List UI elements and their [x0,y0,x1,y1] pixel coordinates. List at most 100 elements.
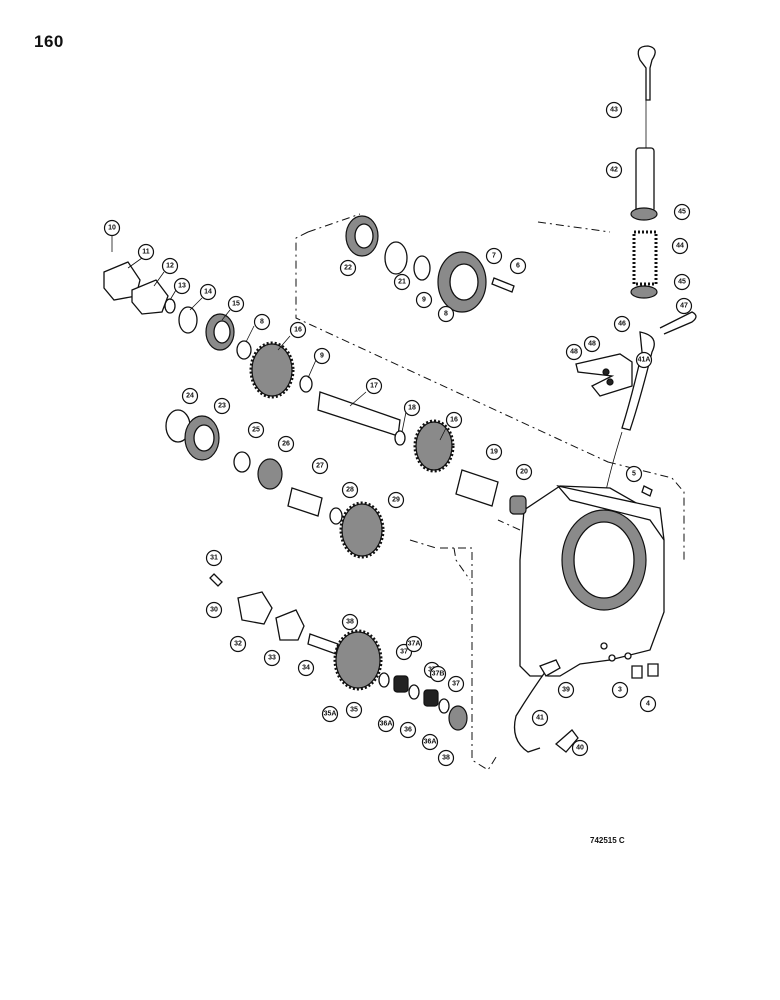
shaft-part [307,633,339,655]
snap-ring-part [164,298,176,314]
callout-circle [613,315,631,333]
callout-14: 14 [199,283,217,301]
case-bolt-hole [608,654,616,662]
callout-circle [199,283,217,301]
gasket-part [275,609,305,641]
callout-label: 25 [252,427,260,434]
callout-circle [673,203,691,221]
page-number: 160 [34,32,64,51]
callout-28: 28 [341,481,359,499]
callout-circle [421,733,439,751]
callout-46: 46 [613,315,631,333]
clamp-upper-part [630,207,658,221]
callout-circle [447,675,465,693]
callout-label: 8 [260,319,264,326]
callout-label: 10 [108,225,116,232]
gear-teeth [249,341,295,399]
callout-label: 40 [576,745,584,752]
callout-9: 9 [313,347,331,365]
gear-teeth [339,501,385,559]
callout-label: 16 [294,327,302,334]
callout-36a: 36A [377,715,395,733]
spacer-part [438,698,450,714]
gear-teeth [413,419,455,473]
callout-29: 29 [387,491,405,509]
callout-5: 5 [625,465,643,483]
callout-circle [161,257,179,275]
snap-ring-part [413,255,431,281]
callout-group: 1011121314158169171816242325262728291920… [103,101,693,767]
callout-label: 20 [520,469,528,476]
callout-label: 28 [346,487,354,494]
lube-line-part [513,667,549,753]
callout-label: 9 [320,353,324,360]
callout-44: 44 [671,237,689,255]
callout-label: 31 [210,555,218,562]
callout-circle [531,709,549,727]
callout-circle [345,701,363,719]
gear-teeth [333,629,383,691]
callout-18: 18 [403,399,421,417]
callout-13: 13 [173,277,191,295]
callout-label: 42 [610,167,618,174]
callout-circle [205,601,223,619]
callout-circle [103,219,121,237]
callout-label: 5 [632,471,636,478]
callout-23: 23 [213,397,231,415]
callout-42: 42 [605,161,623,179]
callout-circle [557,681,575,699]
case-flange [556,484,665,541]
filler-tube-part [635,147,655,213]
callout-label: 24 [186,393,194,400]
callout-label: 17 [370,383,378,390]
dipstick-part [637,45,656,101]
callout-circle [605,161,623,179]
callout-label: 36 [404,727,412,734]
assembly-boundary-line [295,213,685,771]
callout-label: 39 [562,687,570,694]
callout-48: 48 [565,343,583,361]
callout-label: 33 [268,655,276,662]
callout-37b: 37B [429,665,447,683]
callout-label: 48 [588,341,596,348]
hub-part [287,487,323,517]
callout-12: 12 [161,257,179,275]
callout-label: 23 [218,403,226,410]
callout-45: 45 [673,203,691,221]
bracket-bolt [602,368,610,376]
callout-43: 43 [605,101,623,119]
ring-part [178,306,198,334]
callout-circle [253,313,271,331]
callout-20: 20 [515,463,533,481]
thrust-washer-part [448,705,468,731]
callout-circle [625,465,643,483]
callout-label: 26 [282,441,290,448]
bearing-inner [213,320,231,344]
breather-part [641,485,653,497]
callout-label: 11 [142,249,150,256]
callout-label: 14 [204,289,212,296]
callout-circle [263,649,281,667]
callout-label: 41A [638,357,651,364]
callout-7: 7 [485,247,503,265]
seal-inner [193,424,215,452]
callout-label: 46 [618,321,626,328]
callout-label: 45 [678,279,686,286]
callout-circle [673,273,691,291]
callout-circle [313,347,331,365]
snap-ring-part [394,430,406,446]
washer-part [233,451,251,473]
bracket-nut [606,378,614,386]
callout-38: 38 [437,749,455,767]
callout-label: 36A [380,721,393,728]
callout-circle [515,463,533,481]
callout-circle [403,399,421,417]
callout-label: 6 [516,263,520,270]
callout-25: 25 [247,421,265,439]
elbow-part [554,729,579,753]
callout-circle [445,411,463,429]
callout-30: 30 [205,601,223,619]
callout-label: 3 [618,687,622,694]
cover-part [237,591,273,625]
